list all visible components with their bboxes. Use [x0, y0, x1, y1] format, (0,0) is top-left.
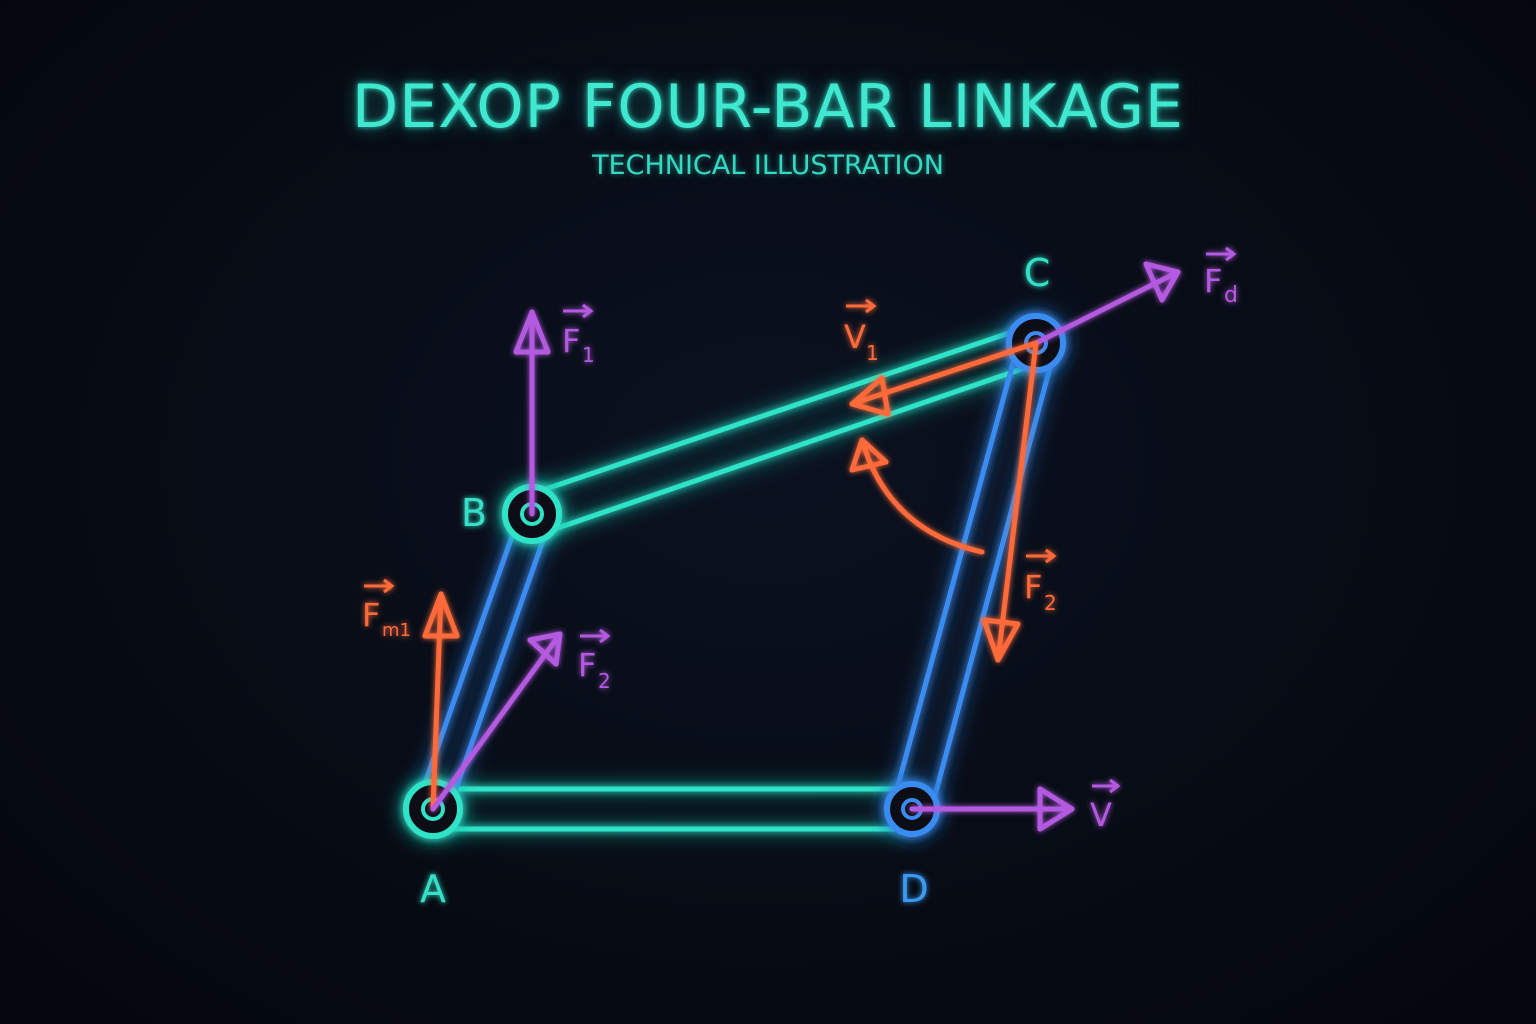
svg-text:d: d — [1224, 283, 1238, 308]
svg-text:V: V — [844, 318, 866, 356]
joint-label-d: D — [899, 867, 928, 911]
svg-text:V: V — [1090, 796, 1112, 834]
svg-text:F: F — [562, 322, 580, 360]
joint-label-a: A — [420, 867, 446, 911]
vector-f2-a-label: F 2 — [578, 628, 611, 693]
vector-v-label: V — [1090, 778, 1121, 834]
joint-label-c: C — [1024, 251, 1051, 295]
link-bc — [525, 323, 1051, 535]
vector-f2-c-arrow — [981, 340, 1039, 663]
vector-f1-label: F 1 — [562, 303, 595, 367]
svg-text:1: 1 — [866, 341, 879, 365]
svg-text:2: 2 — [598, 669, 611, 693]
diagram-subtitle: TECHNICAL ILLUSTRATION — [592, 150, 944, 181]
vector-f2-c-label: F 2 — [1024, 548, 1057, 615]
vector-fd-label: F d — [1204, 246, 1238, 308]
vector-f1-arrow — [513, 309, 551, 517]
joint-label-b: B — [461, 491, 487, 535]
svg-text:2: 2 — [1044, 591, 1057, 615]
link-ad — [431, 786, 915, 832]
svg-text:1: 1 — [582, 343, 595, 367]
vector-fd-arrow — [1033, 261, 1181, 346]
svg-text:F: F — [578, 646, 596, 684]
vector-v1-arrow — [849, 340, 1039, 417]
vector-v-arrow — [909, 786, 1075, 832]
vector-fm-label: F m1 — [362, 578, 411, 641]
vector-v1-label: V 1 — [844, 298, 879, 365]
svg-text:m1: m1 — [382, 620, 411, 641]
svg-text:F: F — [1204, 262, 1222, 300]
diagram-title: DEXOP FOUR-BAR LINKAGE — [352, 72, 1184, 142]
vector-f2-a-arrow — [430, 631, 563, 812]
link-cd — [891, 349, 1055, 817]
svg-text:F: F — [362, 596, 380, 634]
angle-arc-arrow — [849, 437, 985, 555]
svg-text:F: F — [1024, 568, 1042, 606]
vector-fm-arrow — [422, 591, 460, 812]
